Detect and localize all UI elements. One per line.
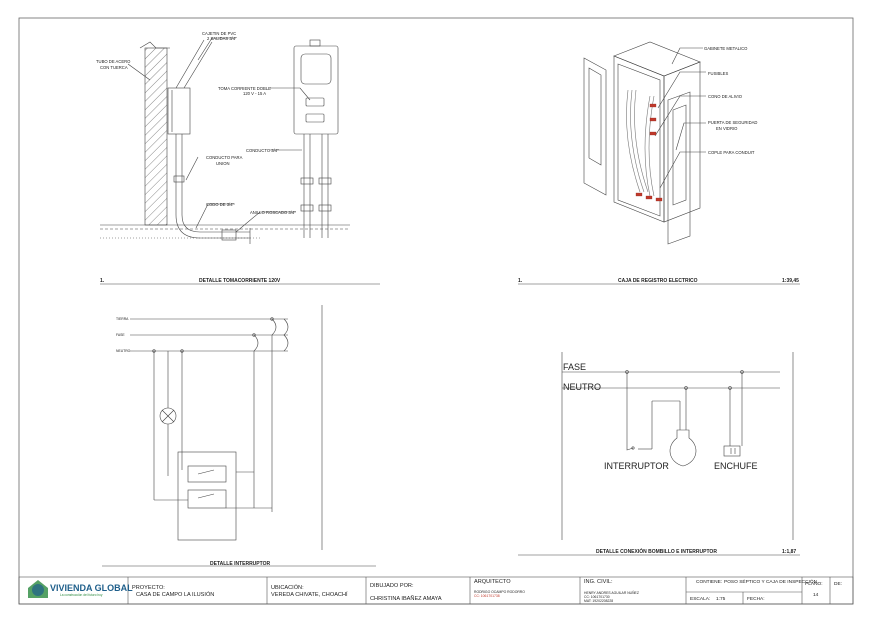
logo-tagline: La construcción del futuro hoy: [60, 593, 103, 597]
label-fase-large: FASE: [563, 362, 586, 372]
proyecto-value: CASA DE CAMPO LA ILUSIÓN: [136, 591, 214, 598]
label-cople: COPLE PARA CONDUIT: [708, 150, 755, 155]
de-label: DE:: [834, 581, 842, 587]
label-enchufe: ENCHUFE: [714, 461, 758, 471]
contiene-value: POSO SÉPTICO Y CAJA DE INSPECCIÓN: [724, 578, 818, 585]
tomacorriente-labels: CAJETIN DE PVC 2 SALIDAS 3/4" TUBO DE AC…: [96, 31, 296, 284]
label-union: UNION: [216, 161, 230, 166]
door-right: [667, 91, 691, 245]
ing-cc: CC: 1061701730: [584, 595, 610, 599]
sheet-border: [18, 17, 854, 605]
detail-title-interruptor: DETALLE INTERRUPTOR: [210, 561, 270, 567]
pvc-box: [167, 87, 191, 135]
plano-label: PLANO:: [805, 581, 823, 587]
arquitecto-name: RODRIGO OCAMPO RODORRO: [474, 590, 525, 594]
label-puerta: PUERTA DE SEGURIDAD: [708, 120, 757, 125]
label-neutro-large: NEUTRO: [563, 382, 601, 392]
logo-globe-icon: [32, 584, 44, 596]
cabinet-front: [613, 55, 665, 223]
outlet-symbol: [723, 445, 741, 457]
bulb-symbol: [669, 429, 697, 467]
arquitecto-cc: CC: 1061701738: [474, 594, 500, 598]
ing-mat: MAT: 19202208228: [584, 599, 613, 603]
dibujado-value: CHRISTINA IBAÑEZ AMAYA: [370, 595, 442, 602]
label-interruptor: INTERRUPTOR: [604, 461, 669, 471]
ubicacion-value: VEREDA CHIVATE, CHOACHÍ: [271, 591, 348, 598]
label-vidrio: EN VIDRIO: [716, 126, 738, 131]
caja-labels: GABINETE METALICO FUSIBLES CONO DE ALIVI…: [518, 46, 799, 284]
label-codo: CODO DE 3/4": [206, 202, 235, 207]
arquitecto-label: ARQUITECTO: [474, 579, 511, 585]
label-neutro-small: NEUTRO: [116, 349, 131, 353]
wall-hatch: [144, 47, 168, 226]
detail-conexion: [518, 352, 800, 556]
label-toma-voltaje: 120 V - 15 A: [243, 91, 266, 96]
plano-value: 14: [813, 592, 819, 598]
label-tierra: TIERRA: [116, 317, 129, 321]
label-tuerca: CON TUERCA: [100, 65, 128, 70]
logo: VIVIENDA GLOBAL La construcción del futu…: [28, 580, 133, 598]
cabinet-top: [613, 41, 701, 77]
detail-tomacorriente: [100, 37, 380, 285]
cabinet-side: [663, 61, 701, 223]
label-cono: CONO DE ALIVIO: [708, 94, 743, 99]
detail-title-conexion: DETALLE CONEXIÓN BOMBILLO E INTERRUPTOR: [596, 547, 717, 555]
escala-label: ESCALA:: [690, 596, 710, 602]
logo-name: VIVIENDA GLOBAL: [50, 583, 133, 593]
detail-scale-conexion: 1:1,87: [782, 549, 796, 555]
label-cajetin-salidas: 2 SALIDAS 3/4": [207, 36, 237, 41]
dibujado-label: DIBUJADO POR:: [370, 583, 414, 589]
break-line: [139, 41, 170, 49]
label-conducto-union: CONDUCTO PARA: [206, 155, 243, 160]
switch-box: [177, 451, 237, 541]
label-tubo: TUBO DE ACERO: [96, 59, 131, 64]
title-block: [18, 576, 854, 605]
fuse-markers: [635, 103, 663, 202]
label-fusibles: FUSIBLES: [708, 71, 728, 76]
interruptor-labels: TIERRA FASE NEUTRO DETALLE INTERRUPTOR: [116, 317, 270, 567]
label-fase-small: FASE: [116, 333, 125, 337]
ing-name: HENRY ANDRES AGUILAR NUÑEZ: [584, 590, 639, 595]
label-cajetin: CAJETIN DE PVC: [202, 31, 236, 36]
door-left: [583, 57, 607, 196]
detail-number-2: 1.: [518, 278, 523, 284]
contiene-label: CONTIENE:: [696, 579, 722, 585]
conexion-labels: FASE NEUTRO INTERRUPTOR ENCHUFE DETALLE …: [563, 362, 796, 555]
detail-caja-registro: [518, 41, 800, 285]
detail-title-caja: CAJA DE REGISTRO ELECTRICO: [618, 278, 698, 284]
escala-value: 1:75: [716, 596, 726, 602]
detail-interruptor: [102, 305, 376, 567]
detail-scale-caja: 1:39,45: [782, 278, 799, 284]
label-anillo: ANILLO ROSCADO 3/4": [250, 210, 296, 215]
receptacle-front: [293, 45, 339, 135]
label-toma-doble: TOMA CORRIENTE DOBLE: [218, 86, 271, 91]
ubicacion-label: UBICACIÓN:: [271, 584, 304, 591]
label-conducto: CONDUCTO 3/4": [246, 148, 279, 153]
detail-number-1: 1.: [100, 278, 105, 284]
title-block-text: PROYECTO: CASA DE CAMPO LA ILUSIÓN UBICA…: [132, 578, 842, 603]
proyecto-label: PROYECTO:: [132, 585, 165, 591]
label-gabinete: GABINETE METALICO: [704, 46, 748, 51]
detail-title-tomacorriente: DETALLE TOMACORRIENTE 120V: [199, 278, 281, 284]
ing-label: ING. CIVIL:: [584, 579, 613, 585]
fecha-label: FECHA:: [747, 596, 765, 602]
